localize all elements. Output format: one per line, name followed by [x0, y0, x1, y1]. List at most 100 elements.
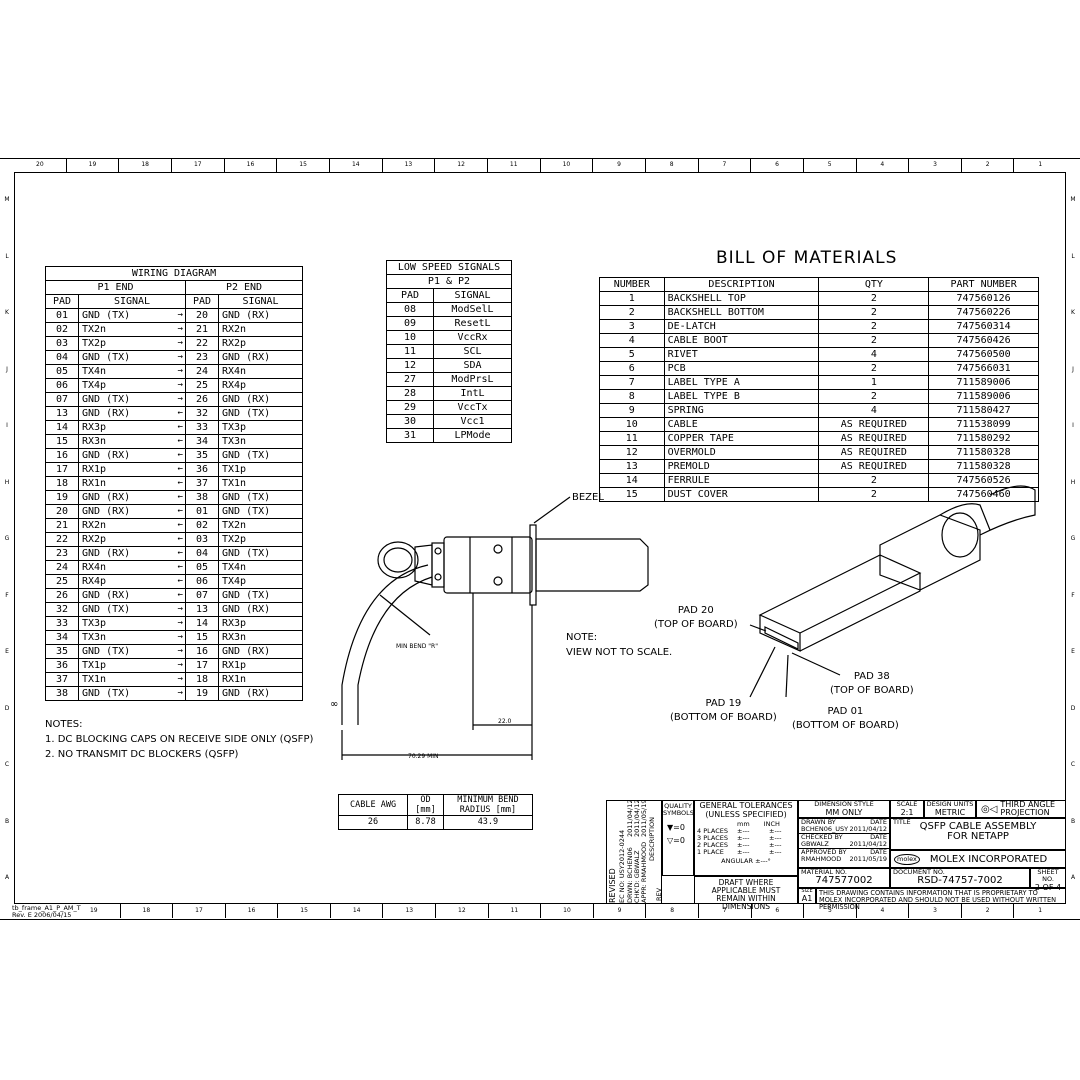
p1-signal: RX2n: [82, 520, 107, 531]
p1-pad: 18: [45, 476, 79, 491]
draft-note: DRAFT WHERE APPLICABLE MUST REMAIN WITHI…: [694, 876, 798, 911]
cable-bend-header: MINIMUM BEND RADIUS [mm]: [442, 794, 534, 816]
p2-signal: RX2p: [218, 336, 303, 351]
p1-pad: 32: [45, 602, 79, 617]
zone-number: 13: [381, 158, 435, 172]
zone-number: 18: [118, 158, 171, 172]
zone-number: 2: [960, 904, 1014, 918]
p2-signal: GND (TX): [218, 546, 303, 561]
low-speed-signal: ResetL: [433, 316, 512, 331]
p1-pad: 24: [45, 560, 79, 575]
projection-block: ◎◁ THIRD ANGLE PROJECTION: [976, 800, 1066, 818]
zone-number: 14: [329, 904, 383, 918]
p1-pad: 17: [45, 462, 79, 477]
pad01-sub: (BOTTOM OF BOARD): [792, 720, 899, 731]
p1-pad: 19: [45, 490, 79, 505]
drawn-date: 2011/04/12: [849, 825, 887, 833]
wiring-title: WIRING DIAGRAM: [45, 266, 303, 281]
zone-number: 17: [172, 904, 225, 918]
p2-signal-header: SIGNAL: [218, 294, 303, 309]
arrow-right-icon: →: [177, 380, 183, 390]
arrow-left-icon: ←: [177, 492, 183, 502]
p1-signal-cell: GND (TX)→: [78, 644, 186, 659]
bom-description: CABLE: [663, 417, 820, 432]
zone-number: 2: [960, 158, 1014, 172]
sheet-number: 2 OF 4: [1034, 883, 1062, 892]
p2-signal: TX4n: [218, 560, 303, 575]
p2-signal: RX2n: [218, 322, 303, 337]
bom-qty: 2: [818, 361, 930, 376]
dim-style-block: DIMENSION STYLE MM ONLY: [798, 800, 890, 818]
p2-pad: 35: [185, 448, 219, 463]
zone-letter: F: [5, 591, 9, 599]
zone-letter: B: [4, 817, 10, 825]
p2-pad-header: PAD: [185, 294, 219, 309]
p1-signal: GND (TX): [82, 688, 131, 699]
zone-number: 15: [276, 158, 329, 172]
zone-number: 12: [435, 904, 488, 918]
p1-signal-cell: GND (RX)←: [78, 406, 186, 421]
quality-symbols-block: QUALITY SYMBOLS ▼=0 ▽=0: [662, 800, 694, 876]
tolerance-mm: ±---: [737, 834, 750, 842]
title-area: TITLE QSFP CABLE ASSEMBLY FOR NETAPP: [890, 818, 1066, 850]
p2-signal: GND (RX): [218, 602, 303, 617]
bom-description: OVERMOLD: [663, 445, 820, 460]
zone-number: 8: [645, 904, 698, 918]
low-speed-pad: 29: [386, 400, 434, 415]
p1-pad: 14: [45, 420, 79, 435]
cable-od-header: OD [mm]: [407, 794, 444, 816]
zone-number: 16: [224, 904, 278, 918]
bom-description: COPPER TAPE: [663, 431, 820, 446]
bom-qty: 4: [818, 403, 930, 418]
zone-letter: L: [5, 252, 9, 260]
bom-number: 12: [599, 445, 665, 460]
arrow-right-icon: →: [177, 688, 183, 698]
bom-part-number: 711580292: [928, 431, 1039, 446]
p2-pad: 33: [185, 420, 219, 435]
arrow-left-icon: ←: [177, 506, 183, 516]
drawn-date-label: DATE: [870, 818, 887, 826]
p2-signal: TX1p: [218, 462, 303, 477]
arrow-right-icon: →: [177, 394, 183, 404]
p2-signal: TX3p: [218, 420, 303, 435]
notes-block: NOTES: 1. DC BLOCKING CAPS ON RECEIVE SI…: [45, 717, 313, 762]
zone-letter: I: [6, 422, 8, 429]
zone-number: 6: [750, 158, 803, 172]
zone-letter: L: [1071, 252, 1075, 260]
design-units-block: DESIGN UNITS METRIC: [924, 800, 976, 818]
low-speed-pad: 28: [386, 386, 434, 401]
low-speed-subtitle: P1 & P2: [386, 274, 512, 289]
frame-tag: tb_frame_A1_P_AM_T Rev. E 2006/04/15: [12, 905, 81, 919]
p2-pad: 16: [185, 644, 219, 659]
low-speed-signal: SDA: [433, 358, 512, 373]
pad19-sub: (BOTTOM OF BOARD): [670, 712, 777, 723]
quality-label: QUALITY SYMBOLS: [663, 802, 694, 817]
p1-signal-cell: GND (RX)←: [78, 448, 186, 463]
p1-signal: GND (TX): [82, 394, 131, 405]
p2-signal: GND (RX): [218, 644, 303, 659]
p1-signal-cell: TX2n→: [78, 322, 186, 337]
p1-signal-cell: TX4p→: [78, 378, 186, 393]
iso-backshell: [879, 514, 981, 591]
molex-logo: molex: [894, 853, 920, 865]
document-label: DOCUMENT NO.: [893, 868, 945, 876]
angular-tol: ANGULAR ±---°: [721, 857, 771, 865]
p1-signal-cell: RX3n←: [78, 434, 186, 449]
tolerance-mm: ±---: [737, 848, 750, 856]
p1-signal-header: SIGNAL: [78, 294, 186, 309]
p1-signal-cell: GND (TX)→: [78, 308, 186, 323]
bom-header-qty: QTY: [818, 277, 930, 292]
bom-number: 3: [599, 319, 665, 334]
bom-part-number: 711589006: [928, 389, 1039, 404]
